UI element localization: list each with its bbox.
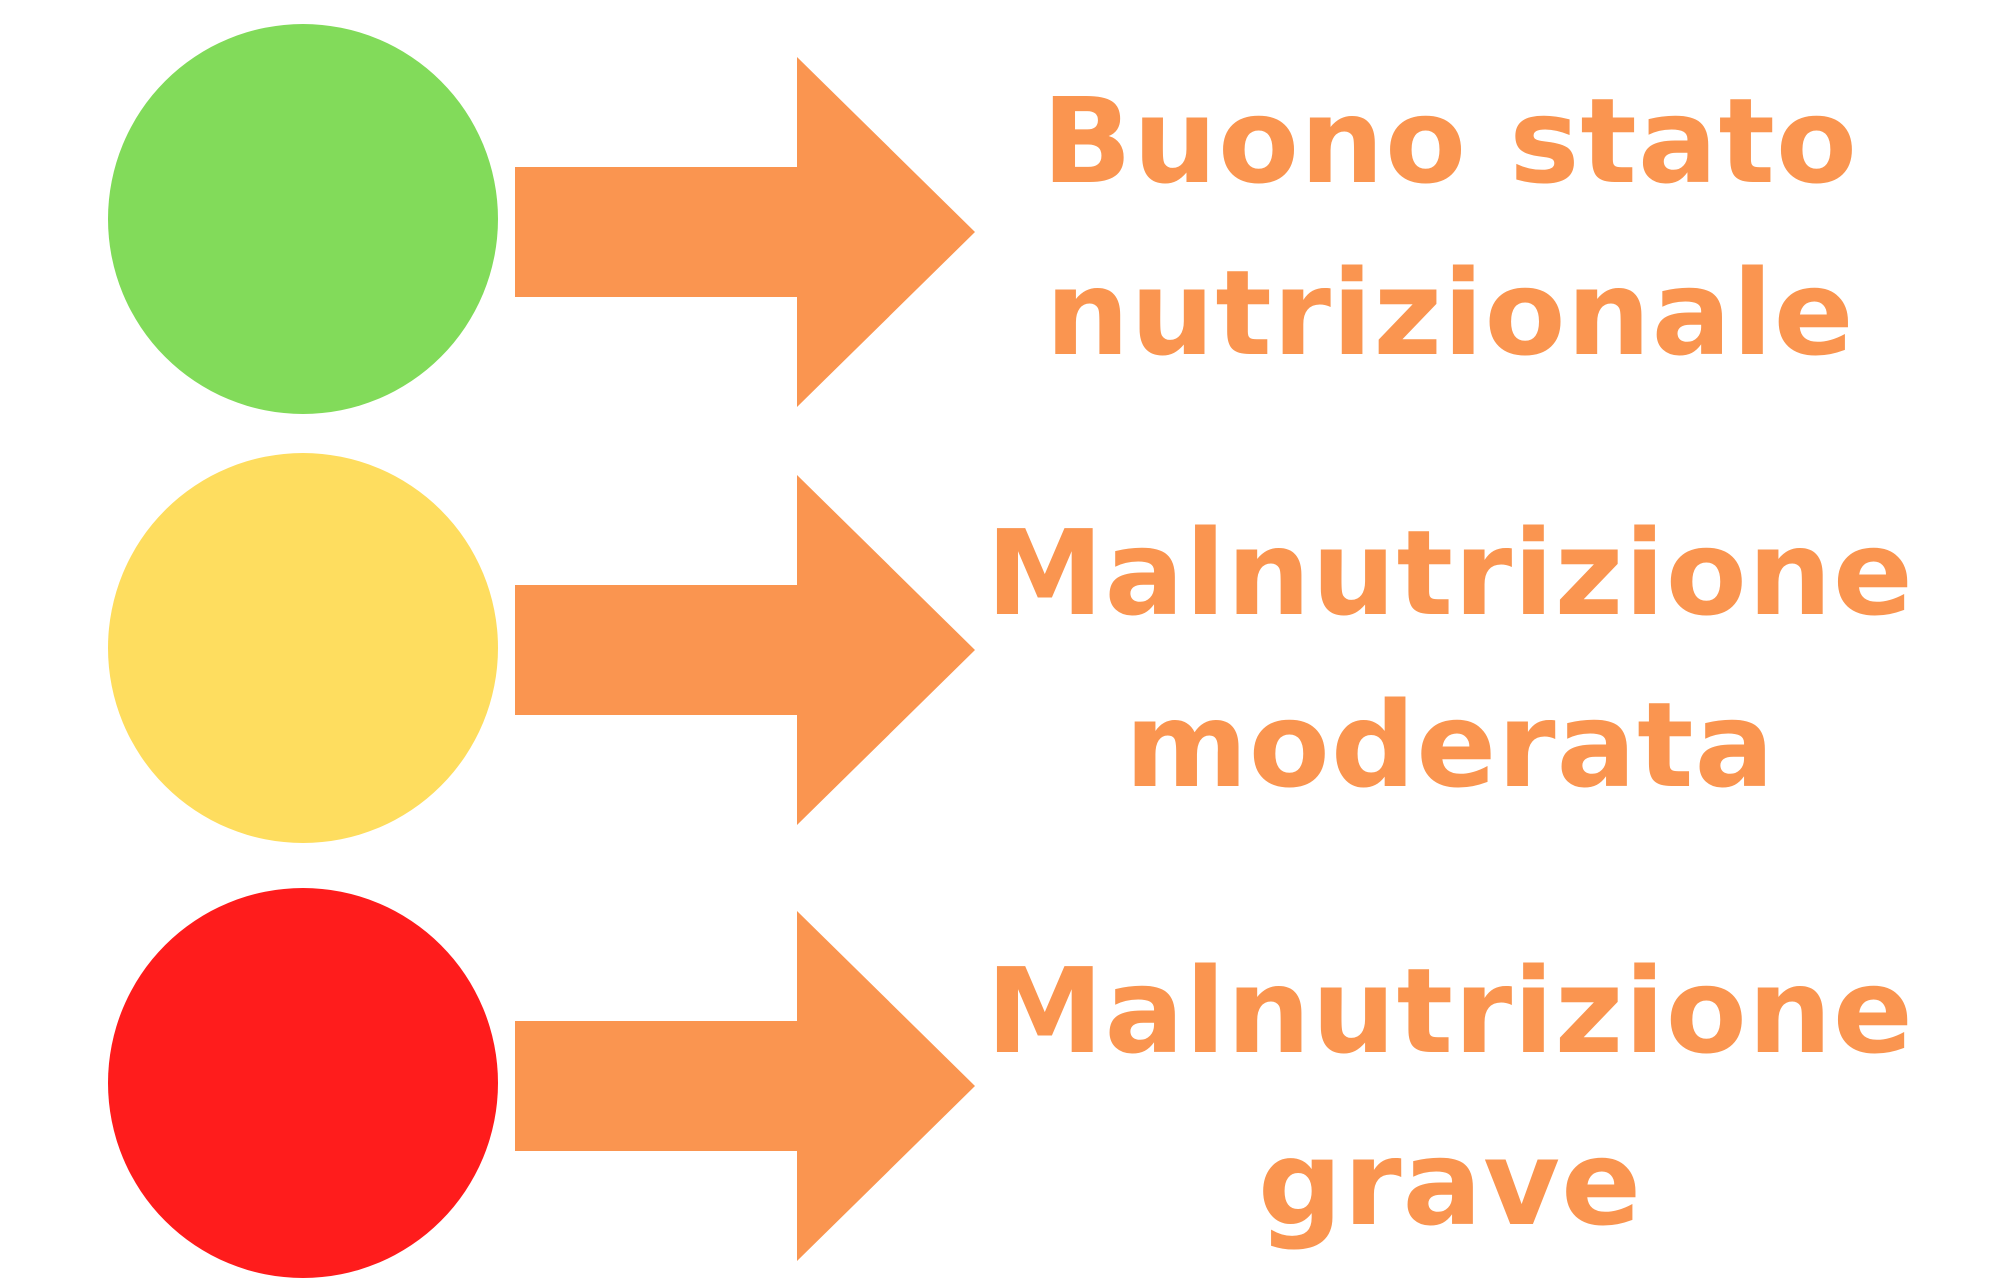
right-arrow-icon xyxy=(515,57,975,407)
green-circle-icon xyxy=(108,24,498,414)
status-label-line: Malnutrizione xyxy=(986,942,1914,1080)
right-arrow-icon xyxy=(515,475,975,825)
status-label-line: nutrizionale xyxy=(1045,244,1855,382)
status-label-line: moderata xyxy=(1124,676,1776,814)
status-label-line: Buono stato xyxy=(1042,72,1858,210)
status-label-line: Malnutrizione xyxy=(986,504,1914,642)
status-label-line: grave xyxy=(1257,1114,1643,1252)
status-label-severe: Malnutrizione grave xyxy=(980,925,1920,1269)
right-arrow-icon xyxy=(515,911,975,1261)
red-circle-icon xyxy=(108,888,498,1278)
arrow-shape xyxy=(515,475,975,825)
arrow-shape xyxy=(515,911,975,1261)
status-label-moderate: Malnutrizione moderata xyxy=(980,487,1920,831)
status-label-good: Buono stato nutrizionale xyxy=(980,55,1920,399)
arrow-shape xyxy=(515,57,975,407)
yellow-circle-icon xyxy=(108,453,498,843)
